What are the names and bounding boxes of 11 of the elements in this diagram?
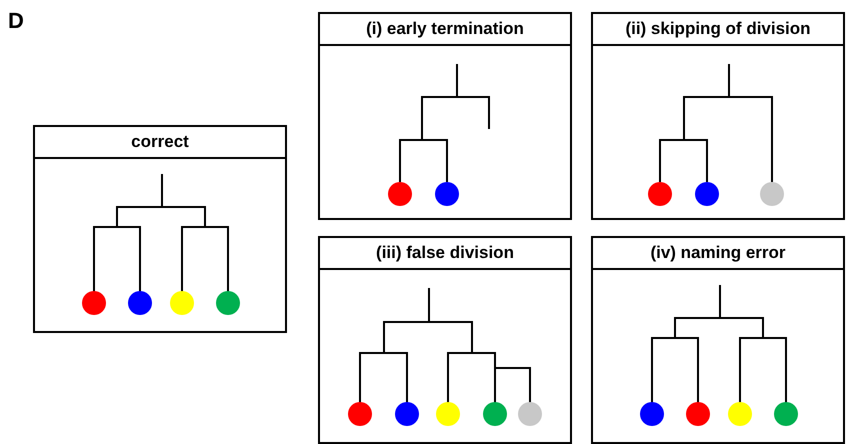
panel [591,12,845,220]
panel-title: (ii) skipping of division [593,14,843,46]
panel-letter: D [8,8,24,34]
panel [591,236,845,444]
panel-title: (i) early termination [320,14,570,46]
panel-title: (iv) naming error [593,238,843,270]
panel [318,236,572,444]
panel [33,125,287,333]
panel-title: (iii) false division [320,238,570,270]
panel [318,12,572,220]
panel-title: correct [35,127,285,159]
